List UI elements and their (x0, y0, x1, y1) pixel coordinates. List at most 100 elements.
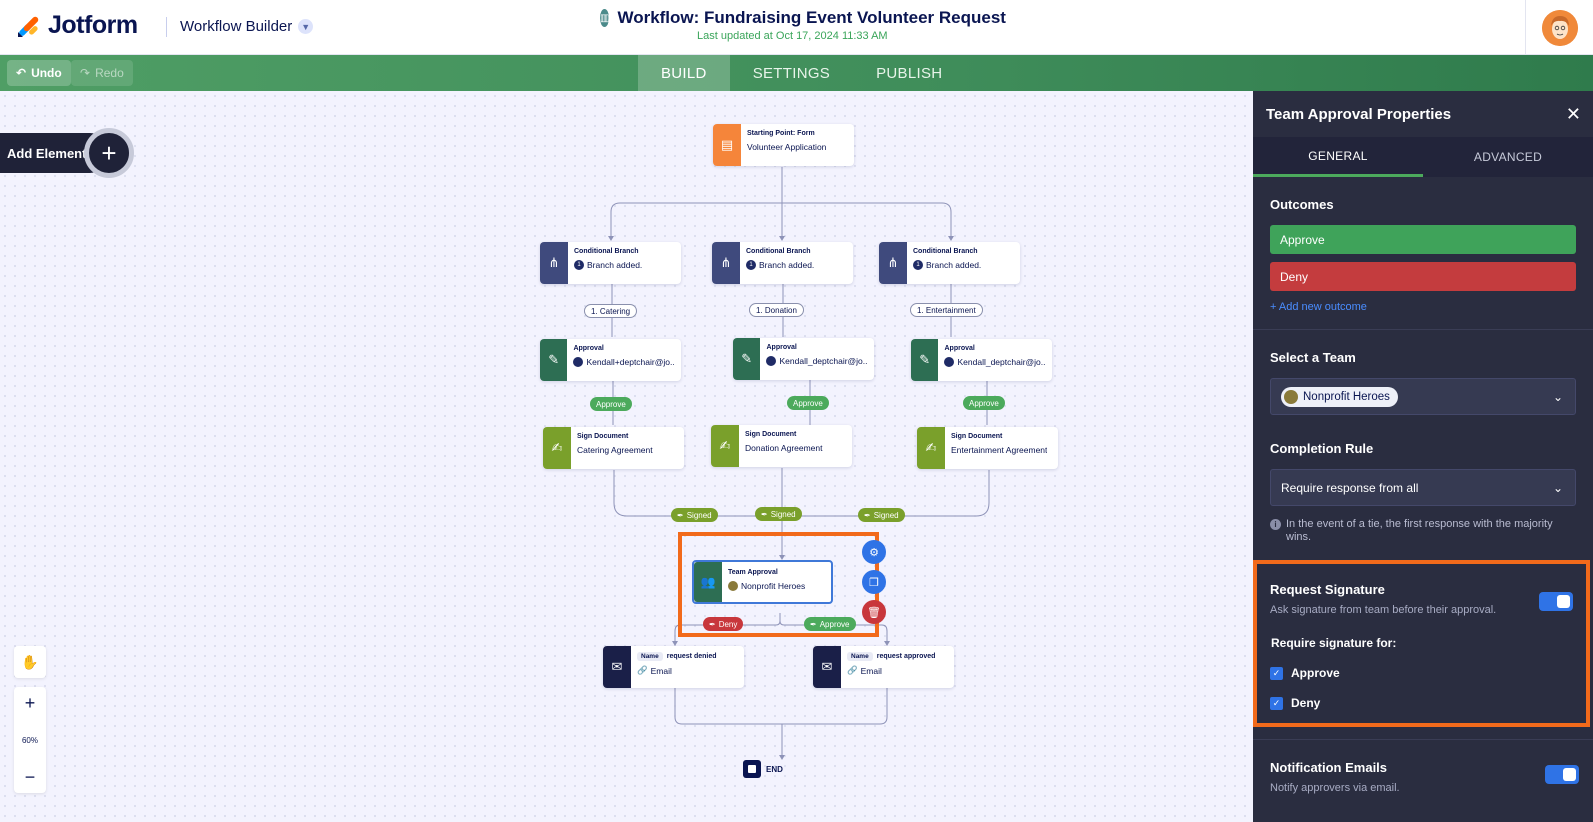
sign-document-node-1[interactable]: ✍ Sign Document Catering Agreement (543, 427, 684, 469)
signed-outcome-label-2[interactable]: ✒Signed (755, 507, 802, 521)
outcome-approve[interactable]: Approve (1270, 225, 1576, 254)
node-title: Approval (944, 345, 975, 352)
jotform-logo[interactable]: Jotform (16, 11, 138, 40)
approve-outcome-label-3[interactable]: Approve (963, 396, 1005, 410)
branch-count-badge: 1 (913, 260, 923, 270)
approval-icon: ✎ (733, 338, 761, 380)
node-duplicate-button[interactable]: ❐ (862, 570, 886, 594)
workflow-canvas[interactable]: Add Element + ▤ Starting Point: Form Vol… (0, 91, 1253, 822)
approval-node-2[interactable]: ✎ Approval Kendall_deptchair@jo... (733, 338, 874, 380)
outcome-deny[interactable]: Deny (1270, 262, 1576, 291)
workflow-title[interactable]: Workflow: Fundraising Event Volunteer Re… (617, 8, 1006, 27)
signed-outcome-label-1[interactable]: ✒Signed (671, 508, 718, 522)
undo-icon: ↶ (16, 66, 27, 80)
condition-label-donation[interactable]: 1. Donation (749, 303, 804, 317)
builder-switcher[interactable]: Workflow Builder ▼ (180, 18, 314, 35)
notification-emails-toggle[interactable] (1545, 765, 1579, 784)
completion-rule-title: Completion Rule (1270, 441, 1374, 456)
node-title: Starting Point: Form (747, 130, 815, 137)
select-team-section: Select a Team Nonprofit Heroes ⌄ (1253, 330, 1593, 423)
request-signature-toggle[interactable] (1539, 592, 1573, 611)
approve-outcome-label-2[interactable]: Approve (787, 396, 829, 410)
node-subtitle: Branch added. (926, 260, 982, 270)
outcomes-section: Outcomes Approve Deny + Add new outcome (1253, 177, 1593, 330)
branch-icon: ⋔ (712, 242, 740, 284)
builder-tabs: BUILD SETTINGS PUBLISH (638, 55, 965, 91)
signed-label: Signed (873, 510, 899, 520)
node-settings-button[interactable]: ⚙ (862, 540, 886, 564)
deny-outcome-label[interactable]: ✒Deny (703, 617, 744, 631)
checkbox-label: Approve (1291, 666, 1340, 680)
avatar[interactable] (1541, 9, 1578, 46)
add-outcome-link[interactable]: + Add new outcome (1270, 301, 1367, 313)
team-avatar (728, 581, 738, 591)
require-signature-for-label: Require signature for: (1271, 636, 1397, 650)
start-node[interactable]: ▤ Starting Point: Form Volunteer Applica… (713, 124, 854, 166)
request-signature-section: Request Signature Ask signature from tea… (1253, 560, 1590, 727)
require-deny-checkbox-row[interactable]: ✓ Deny (1270, 696, 1573, 710)
branch-count-badge: 1 (574, 260, 584, 270)
chevron-down-icon: ▼ (298, 19, 314, 34)
redo-label: Redo (95, 66, 124, 80)
top-header: Jotform Workflow Builder ▼ ▥ Workflow: F… (0, 0, 1593, 55)
info-icon: i (1270, 519, 1281, 530)
node-subtitle: Volunteer Application (747, 142, 827, 152)
zoom-level: 60% (21, 735, 38, 745)
user-icon (766, 356, 777, 366)
approve-outcome-label-1[interactable]: Approve (590, 397, 632, 411)
zoom-out-button[interactable]: − (24, 767, 36, 787)
node-subtitle: Kendall+deptchair@jo... (586, 357, 675, 367)
branch-icon: ⋔ (879, 242, 907, 284)
team-approval-node[interactable]: 👥 Team Approval Nonprofit Heroes (692, 560, 833, 604)
workflow-icon: ▥ (600, 9, 610, 27)
signature-icon: ✒ (810, 619, 817, 629)
branch-count-badge: 1 (746, 260, 756, 270)
tab-advanced[interactable]: ADVANCED (1473, 150, 1543, 164)
node-title: Conditional Branch (574, 248, 639, 255)
redo-button[interactable]: ↷ Redo (71, 60, 133, 86)
notification-desc: Notify approvers via email. (1270, 782, 1400, 794)
zoom-in-button[interactable]: + (24, 693, 36, 713)
tab-publish[interactable]: PUBLISH (876, 64, 943, 82)
tab-build[interactable]: BUILD (638, 55, 730, 91)
close-icon[interactable]: ✕ (1565, 103, 1581, 124)
condition-label-entertainment[interactable]: 1. Entertainment (910, 303, 983, 317)
approve-outcome-label-team[interactable]: ✒Approve (804, 617, 856, 631)
add-element-plus-icon[interactable]: + (84, 128, 134, 178)
checkbox-checked-icon[interactable]: ✓ (1270, 666, 1283, 680)
node-subtitle: Nonprofit Heroes (741, 581, 806, 591)
completion-rule-select[interactable]: Require response from all ⌄ (1270, 469, 1576, 506)
tab-settings[interactable]: SETTINGS (752, 64, 831, 82)
team-select[interactable]: Nonprofit Heroes ⌄ (1270, 378, 1576, 415)
checkbox-label: Deny (1291, 696, 1321, 710)
node-subtitle: Donation Agreement (745, 443, 823, 453)
node-subtitle: Kendall_deptchair@jo... (779, 356, 868, 366)
sign-document-node-3[interactable]: ✍ Sign Document Entertainment Agreement (917, 427, 1058, 469)
condition-label-catering[interactable]: 1. Catering (584, 304, 638, 318)
link-icon: 🔗 (637, 665, 648, 675)
approval-node-3[interactable]: ✎ Approval Kendall_deptchair@jo... (911, 339, 1052, 381)
node-title: Sign Document (577, 433, 629, 440)
selected-team-chip: Nonprofit Heroes (1281, 386, 1398, 407)
signed-outcome-label-3[interactable]: ✒Signed (858, 508, 905, 522)
end-node[interactable]: END (743, 760, 783, 778)
checkbox-checked-icon[interactable]: ✓ (1270, 696, 1283, 710)
approval-node-1[interactable]: ✎ Approval Kendall+deptchair@jo... (540, 339, 681, 381)
node-delete-button[interactable]: 🗑 (862, 600, 886, 624)
team-icon: 👥 (694, 562, 722, 602)
builder-toolbar: ↶ Undo ↷ Redo BUILD SETTINGS PUBLISH (0, 55, 1593, 91)
pan-hand-button[interactable]: ✋ (14, 646, 46, 678)
sign-document-node-2[interactable]: ✍ Sign Document Donation Agreement (711, 425, 852, 467)
tab-general[interactable]: GENERAL (1253, 137, 1423, 177)
node-title: Sign Document (951, 433, 1003, 440)
node-title: Approval (573, 345, 604, 352)
node-title: request approved (876, 653, 936, 660)
undo-button[interactable]: ↶ Undo (7, 60, 71, 86)
user-avatar-area[interactable] (1525, 0, 1593, 55)
require-approve-checkbox-row[interactable]: ✓ Approve (1270, 666, 1573, 680)
